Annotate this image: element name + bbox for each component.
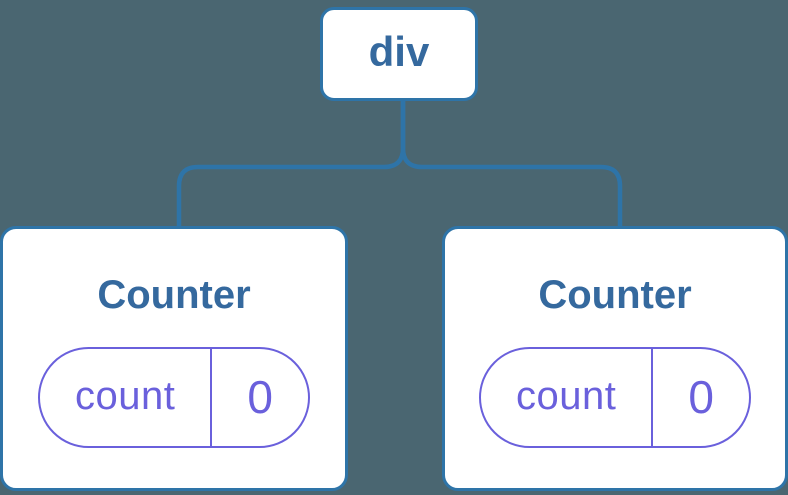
state-badge-divider (210, 349, 213, 446)
connector-right-branch (400, 100, 623, 227)
state-key-label: count (515, 374, 617, 418)
tree-node-counter-left: Counter count 0 (0, 226, 348, 491)
state-value: 0 (688, 370, 714, 423)
state-badge-divider (651, 349, 654, 446)
root-node-label: div (368, 28, 430, 75)
state-key-label: count (74, 374, 176, 418)
state-badge: count 0 (38, 347, 310, 448)
component-name-label: Counter (538, 273, 692, 317)
tree-node-counter-right: Counter count 0 (442, 226, 788, 491)
state-badge: count 0 (479, 347, 751, 448)
connector-left-branch (176, 100, 406, 227)
state-value: 0 (247, 370, 273, 423)
tree-node-div: div (320, 7, 478, 101)
component-name-label: Counter (97, 273, 251, 317)
